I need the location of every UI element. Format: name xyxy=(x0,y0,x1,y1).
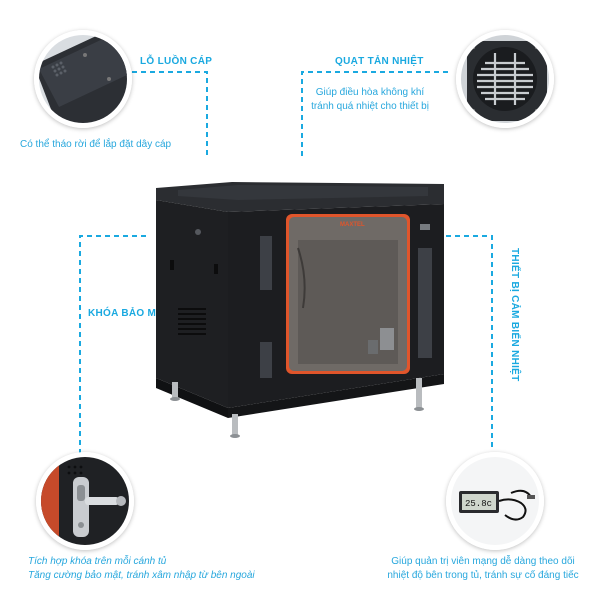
sensor-desc-line-2: nhiệt độ bên trong tủ, tránh sự cố đáng … xyxy=(387,570,579,581)
cable-hole-closeup xyxy=(34,30,132,128)
sensor-desc: Giúp quản trị viên mạng dễ dàng theo dõi… xyxy=(376,555,590,583)
fan-desc: Giúp điều hòa không khí tránh quá nhiệt … xyxy=(290,86,450,114)
sensor-display: 25.8c xyxy=(465,499,492,509)
cable-hole-desc: Có thể tháo rời để lắp đặt dây cáp xyxy=(20,139,172,150)
cabinet-brand: MAXTEL xyxy=(340,222,365,228)
fan-title: QUẠT TẢN NHIỆT xyxy=(335,56,424,67)
sensor-desc-line-1: Giúp quản trị viên mạng dễ dàng theo dõi xyxy=(391,556,575,567)
door-lock-icon xyxy=(41,457,129,545)
cable-hole-plate-icon xyxy=(39,35,127,123)
temperature-sensor-closeup: 25.8c xyxy=(446,452,544,550)
fan-desc-line-2: tránh quá nhiệt cho thiết bị xyxy=(311,101,429,112)
sensor-title: THIẾT BỊ CẢM BIẾN NHIỆT xyxy=(509,248,520,382)
lock-desc-line-2: Tăng cường bảo mật, tránh xâm nhập từ bê… xyxy=(28,570,255,581)
door-lock-closeup xyxy=(36,452,134,550)
lock-desc-line-1: Tích hợp khóa trên mỗi cánh tủ xyxy=(28,556,167,567)
thermometer-sensor-icon: 25.8c xyxy=(451,457,539,545)
lock-title: KHÓA BẢO MẬT xyxy=(88,308,171,319)
cable-hole-title: LỖ LUỒN CÁP xyxy=(140,56,213,67)
cooling-fan-icon xyxy=(461,35,549,123)
lock-desc: Tích hợp khóa trên mỗi cánh tủ Tăng cườn… xyxy=(28,555,255,583)
cooling-fan-closeup xyxy=(456,30,554,128)
server-rack-cabinet-icon: MAXTEL xyxy=(156,182,444,438)
fan-desc-line-1: Giúp điều hòa không khí xyxy=(315,87,425,98)
